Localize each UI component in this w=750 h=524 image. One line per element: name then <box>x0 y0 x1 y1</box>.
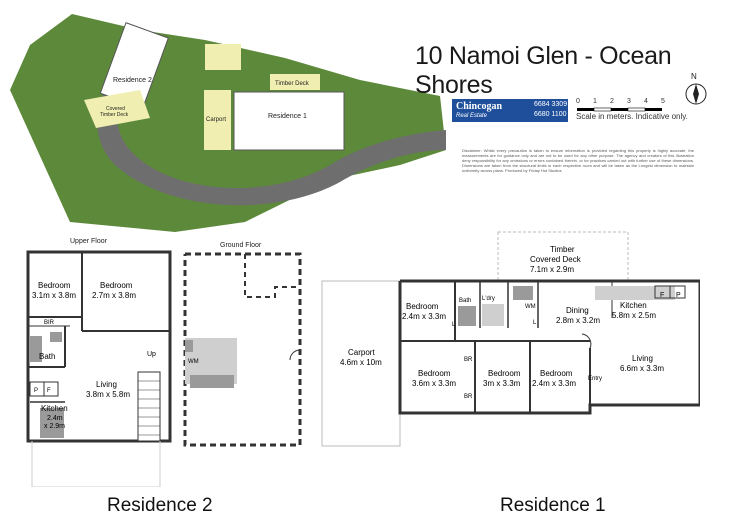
r1-kitchen-size: 5.8m x 2.5m <box>612 311 656 320</box>
r1-p-label: P <box>676 292 681 299</box>
upper-floor-plan <box>26 250 172 487</box>
r1-bedroom3-size: 3m x 3.3m <box>483 379 521 388</box>
site-label-timber-deck: Timber Deck <box>275 81 310 87</box>
r1-bedroom4-size: 2.4m x 3.3m <box>532 379 576 388</box>
r1-entry-label: Entry <box>588 376 602 382</box>
scale-tick-2: 2 <box>610 98 614 105</box>
scale-tick-1: 1 <box>593 98 597 105</box>
r1-wm-label: WM <box>525 304 536 310</box>
r1-dining-name: Dining <box>566 306 589 315</box>
r1-carport-size: 4.6m x 10m <box>340 358 382 367</box>
r2-kitchen-name: Kitchen <box>41 404 68 413</box>
r1-kitchen-name: Kitchen <box>620 301 647 310</box>
r1-deck-name-1: Timber <box>550 245 575 254</box>
r2-f-label: F <box>47 388 51 394</box>
r1-bedroom1-name: Bedroom <box>406 302 439 311</box>
residence2-label: Residence 2 <box>107 495 213 516</box>
r1-bath-label: Bath <box>459 298 471 304</box>
r1-br2-label: BR <box>464 394 473 400</box>
r1-bedroom3-name: Bedroom <box>488 369 521 378</box>
page-title: 10 Namoi Glen - Ocean Shores <box>415 42 672 99</box>
r1-bedroom2-size: 3.6m x 3.3m <box>412 379 456 388</box>
ground-floor-plan <box>183 252 302 447</box>
r1-carport-name: Carport <box>348 348 375 357</box>
logo-brand: Chincogan <box>456 101 503 112</box>
r2-bir-label: BIR <box>44 320 55 326</box>
r1-deck-size: 7.1m x 2.9m <box>530 265 574 274</box>
r2-living-name: Living <box>96 380 117 389</box>
r2-living-size: 3.8m x 5.8m <box>86 390 130 399</box>
site-carport <box>204 90 231 150</box>
site-covered-deck <box>84 90 150 128</box>
r2-kitchen-size-2: x 2.9m <box>44 423 65 430</box>
r1-covered-deck <box>497 231 629 282</box>
site-label-covered-deck: Timber Deck <box>100 112 129 118</box>
r1-dining-size: 2.8m x 3.2m <box>556 316 600 325</box>
r2-p-label: P <box>34 388 38 394</box>
scale-tick-3: 3 <box>627 98 631 105</box>
r2-bath-label: Bath <box>39 352 55 361</box>
scale-bar <box>577 107 662 112</box>
r2-bedroom-b-size: 2.7m x 3.8m <box>92 291 136 300</box>
r1-bedroom4-name: Bedroom <box>540 369 573 378</box>
disclaimer-text: Disclaimer: Whilst every precaution is t… <box>462 148 694 173</box>
r1-bedroom2-name: Bedroom <box>418 369 451 378</box>
compass-icon <box>685 83 707 105</box>
logo-phone-1: 6684 3309 <box>534 101 568 108</box>
label-ground-floor: Ground Floor <box>220 242 262 249</box>
site-label-carport: Carport <box>206 117 226 123</box>
residence2-plans: Upper Floor Bedroom 3.1m x 3.8m Bedroom … <box>26 238 302 487</box>
r1-bedroom1-size: 2.4m x 3.3m <box>402 312 446 321</box>
logo-phone-2: 6680 1100 <box>534 111 567 118</box>
r1-living-name: Living <box>632 354 653 363</box>
r2-bedroom-a-size: 3.1m x 3.8m <box>32 291 76 300</box>
site-timber-deck <box>270 74 320 90</box>
r1-l1-label: L <box>452 322 456 328</box>
driveway <box>97 58 446 206</box>
site-label-residence1: Residence 1 <box>268 113 307 120</box>
r1-f-label: F <box>660 292 664 299</box>
r1-ldry-label: L'dry <box>482 296 495 302</box>
agency-logo: Chincogan Real Estate 6684 3309 6680 110… <box>452 99 568 122</box>
r1-carport <box>321 280 401 447</box>
logo-sub: Real Estate <box>456 113 488 119</box>
site-residence1-roof <box>233 91 345 151</box>
r2-up-label: Up <box>147 351 156 358</box>
r1-living-size: 6.6m x 3.3m <box>620 364 664 373</box>
scale-tick-0: 0 <box>576 98 580 105</box>
residence1-plan: Timber Covered Deck 7.1m x 2.9m Bedroom … <box>321 231 700 447</box>
label-upper-floor: Upper Floor <box>70 238 108 245</box>
site-label-covered: Covered <box>106 106 125 112</box>
residence1-label: Residence 1 <box>500 495 606 516</box>
site-timber-deck-area <box>205 44 241 70</box>
site-plan: Residence 2 Covered Timber Deck Timber D… <box>10 14 446 232</box>
scale-tick-5: 5 <box>661 98 665 105</box>
r1-l2-label: L <box>533 320 537 326</box>
r2-kitchen-size-1: 2.4m <box>47 415 63 422</box>
r1-deck-name-2: Covered Deck <box>530 255 582 264</box>
scale-note: Scale in meters. Indicative only. <box>576 112 688 121</box>
site-label-residence2: Residence 2 <box>113 77 152 84</box>
compass-north-label: N <box>691 72 697 81</box>
r2-bedroom-b-name: Bedroom <box>100 281 133 290</box>
r2-wm-label: WM <box>188 359 199 365</box>
r1-br1-label: BR <box>464 357 473 363</box>
r2-bedroom-a-name: Bedroom <box>38 281 71 290</box>
scale-tick-4: 4 <box>644 98 648 105</box>
